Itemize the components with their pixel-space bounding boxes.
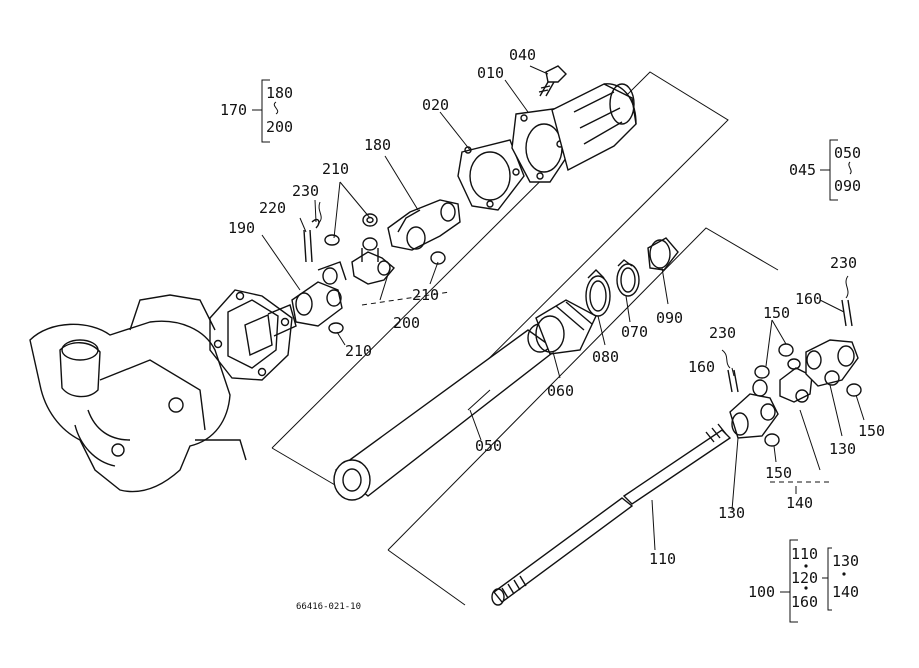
callout-020: 020 [422,96,450,114]
seal-210-left [324,234,340,246]
group-100-item-120: 120 [791,569,819,587]
lower-assembly-plane [387,227,779,606]
callout-070: 070 [621,323,649,341]
bracket-045 [820,139,852,201]
callout-040: 040 [509,46,537,64]
callout-060: 060 [547,382,575,400]
axle-housing [29,289,297,493]
group-045-parent: 045 [789,161,817,179]
seal-150-b [754,365,770,379]
bracket-170 [252,79,279,143]
group-100-item-140: 140 [832,583,860,601]
callout-150-bottom: 150 [765,464,793,482]
pipe-050 [333,323,558,501]
callout-160-lower: 160 [688,358,716,376]
callout-130-right: 130 [829,440,857,458]
bushing-090 [647,237,679,271]
seal-210-bottom [328,322,344,334]
seal-210-top [362,213,378,227]
callout-110: 110 [649,550,677,568]
callout-220: 220 [259,199,287,217]
callout-050: 050 [475,437,503,455]
callout-210-bottom: 210 [345,342,373,360]
group-045-top: 050 [834,144,862,162]
group-100-item-130: 130 [832,552,860,570]
seal-210-right [430,251,446,265]
pin-160-lower [727,369,739,393]
callout-230-top: 230 [292,182,320,200]
callout-210-right: 210 [412,286,440,304]
callout-210-top: 210 [322,160,350,178]
shaft-110 [491,423,732,606]
group-170-parent: 170 [220,101,248,119]
yoke-130-upper [805,339,859,387]
upper-assembly-plane [271,71,729,496]
bolt-040 [538,65,567,97]
clamp-080 [585,269,611,317]
group-170-bottom: 200 [266,118,294,136]
callout-160-right: 160 [795,290,823,308]
pin-160-upper [841,299,853,327]
cross-140 [779,358,813,403]
bracket-100 [780,539,846,623]
callout-150-right: 150 [858,422,886,440]
yoke-190 [291,261,347,327]
callout-090: 090 [656,309,684,327]
callout-130-lower: 130 [718,504,746,522]
cover-010 [511,83,637,183]
seal-150-a [778,343,794,357]
callout-190: 190 [228,219,256,237]
group-100-item-110: 110 [791,545,819,563]
group-170-top: 180 [266,84,294,102]
callout-140: 140 [786,494,814,512]
callout-230-right: 230 [830,254,858,272]
boot-060 [535,299,597,355]
group-100-item-160: 160 [791,593,819,611]
seal-150-c [846,383,862,397]
seal-150-d [764,433,780,447]
callout-200: 200 [393,314,421,332]
callout-150-top: 150 [763,304,791,322]
gasket-020 [457,139,525,211]
callout-080: 080 [592,348,620,366]
group-100-parent: 100 [748,583,776,601]
callout-180: 180 [364,136,392,154]
leader-lines [261,65,865,551]
callout-230-lower: 230 [709,324,737,342]
drawing-id: 66416-021-10 [296,602,362,612]
clamp-070 [616,259,640,297]
cross-200 [351,237,395,285]
callout-010: 010 [477,64,505,82]
pin-220 [303,218,320,263]
yoke-180 [387,199,461,251]
group-045-bottom: 090 [834,177,862,195]
